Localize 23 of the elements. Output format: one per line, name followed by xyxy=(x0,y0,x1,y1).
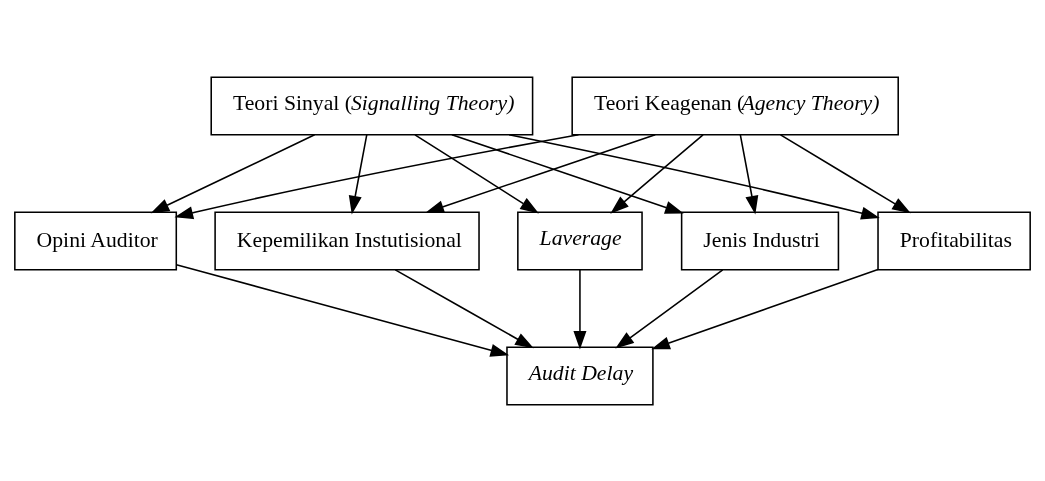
arrow xyxy=(573,268,587,350)
arrow xyxy=(414,133,539,213)
arrow xyxy=(425,133,656,213)
arrow xyxy=(451,133,684,214)
arrow xyxy=(174,133,580,219)
arrow xyxy=(150,133,316,213)
arrow xyxy=(610,133,704,214)
arrow xyxy=(739,133,759,214)
arrow xyxy=(779,133,911,213)
node-box: Audit Delay xyxy=(506,346,654,406)
arrow xyxy=(394,268,534,348)
node-box: Teori Keagenan (Agency Theory) xyxy=(571,75,899,135)
arrow xyxy=(508,133,880,220)
node-box: Kepemilikan Instutisional xyxy=(214,211,480,270)
node-box: Laverage xyxy=(517,211,643,270)
arrow xyxy=(615,268,724,349)
node-box: Jenis Industri xyxy=(680,211,840,270)
node-box: Profitabilitas xyxy=(877,211,1031,270)
node-box: Opini Auditor xyxy=(14,211,178,270)
arrow xyxy=(175,263,510,357)
arrow xyxy=(651,268,879,349)
arrow xyxy=(348,133,368,214)
node-box: Teori Sinyal (Signalling Theory) xyxy=(210,75,534,135)
